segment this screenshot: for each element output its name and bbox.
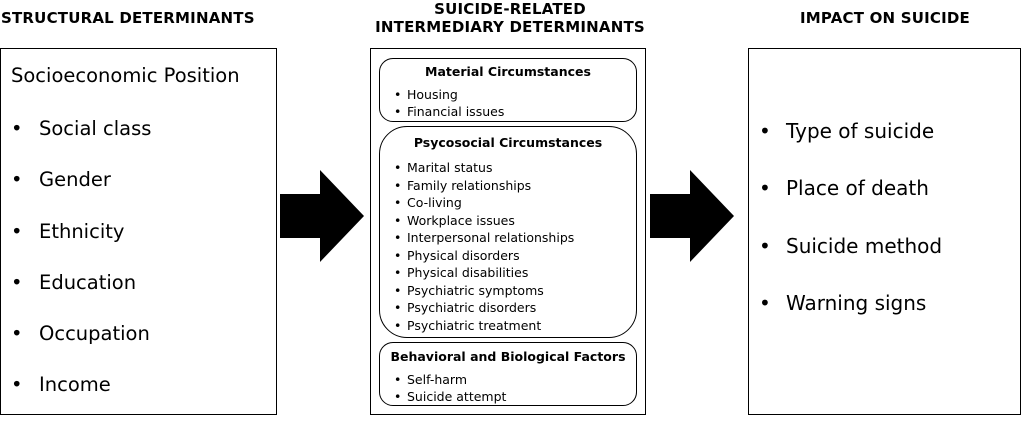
psychosocial-circumstances-box: Psycosocial Circumstances Marital status… [379,126,637,338]
intermediary-heading-line2: INTERMEDIARY DETERMINANTS [375,18,645,36]
impact-on-suicide-heading: IMPACT ON SUICIDE [800,9,970,27]
intermediary-determinants-box: Material Circumstances Housing Financial… [370,48,646,415]
psychosocial-circumstances-title: Psycosocial Circumstances [413,135,603,150]
list-item: Self-harm [394,371,636,389]
list-item: Warning signs [759,291,942,348]
list-item: Marital status [394,159,636,177]
list-item: Psychiatric treatment [394,317,636,335]
list-item: Workplace issues [394,212,636,230]
list-item: Education [11,271,151,322]
list-item: Occupation [11,322,151,373]
list-item: Physical disabilities [394,264,636,282]
intermediary-determinants-heading: SUICIDE-RELATED INTERMEDIARY DETERMINANT… [340,0,680,36]
behavioral-biological-factors-list: Self-harm Suicide attempt [394,371,636,406]
list-item: Psychiatric symptoms [394,282,636,300]
structural-determinants-box: Socioeconomic Position Social class Gend… [0,48,277,415]
material-circumstances-box: Material Circumstances Housing Financial… [379,58,637,122]
structural-determinants-heading: STRUCTURAL DETERMINANTS [1,9,255,27]
behavioral-biological-factors-title: Behavioral and Biological Factors [390,349,626,364]
list-item: Psychiatric disorders [394,299,636,317]
material-circumstances-title: Material Circumstances [425,64,591,79]
list-item: Ethnicity [11,220,151,271]
list-item: Suicide method [759,234,942,291]
right-arrow-icon [280,170,364,262]
list-item: Family relationships [394,177,636,195]
list-item: Place of death [759,176,942,233]
list-item: Gender [11,168,151,219]
socioeconomic-position-label: Socioeconomic Position [11,64,240,87]
intermediary-heading-line1: SUICIDE-RELATED [434,0,586,18]
list-item: Housing [394,86,636,104]
list-item: Social class [11,117,151,168]
impact-on-suicide-list: Type of suicide Place of death Suicide m… [759,119,942,348]
right-arrow-icon [650,170,734,262]
list-item: Financial issues [394,103,636,121]
list-item: Co-living [394,194,636,212]
impact-on-suicide-box: Type of suicide Place of death Suicide m… [748,48,1021,415]
material-circumstances-list: Housing Financial issues [394,86,636,121]
behavioral-biological-factors-box: Behavioral and Biological Factors Self-h… [379,342,637,406]
list-item: Suicide attempt [394,388,636,406]
structural-determinants-list: Social class Gender Ethnicity Education … [11,117,151,425]
list-item: Type of suicide [759,119,942,176]
psychosocial-circumstances-list: Marital status Family relationships Co-l… [394,159,636,334]
list-item: Income [11,373,151,424]
list-item: Physical disorders [394,247,636,265]
list-item: Interpersonal relationships [394,229,636,247]
